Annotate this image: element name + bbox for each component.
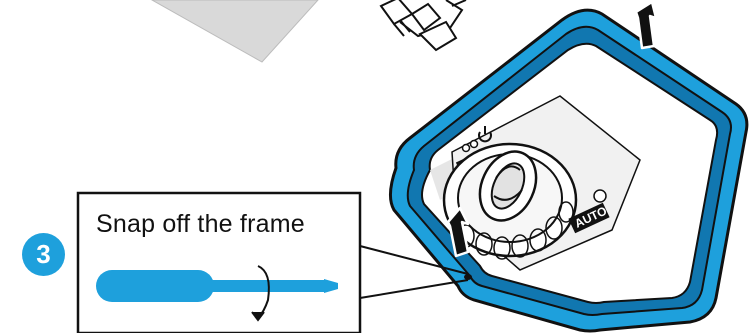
hose-connectors-icon [379, 0, 467, 52]
dial-knob[interactable] [442, 142, 578, 260]
rotate-arrow-icon [251, 265, 270, 322]
callout-box [76, 191, 472, 333]
callout-leader-bottom [359, 279, 469, 299]
callout-frame [76, 191, 362, 333]
callout-leader-top [359, 245, 469, 275]
push-arrow-icon [446, 0, 658, 258]
power-icon [478, 126, 492, 143]
step-instruction: Snap off the frame [96, 210, 305, 238]
step-number-badge: 3 [22, 233, 65, 276]
screwdriver-icon [96, 270, 338, 302]
grey-card [150, 0, 319, 63]
